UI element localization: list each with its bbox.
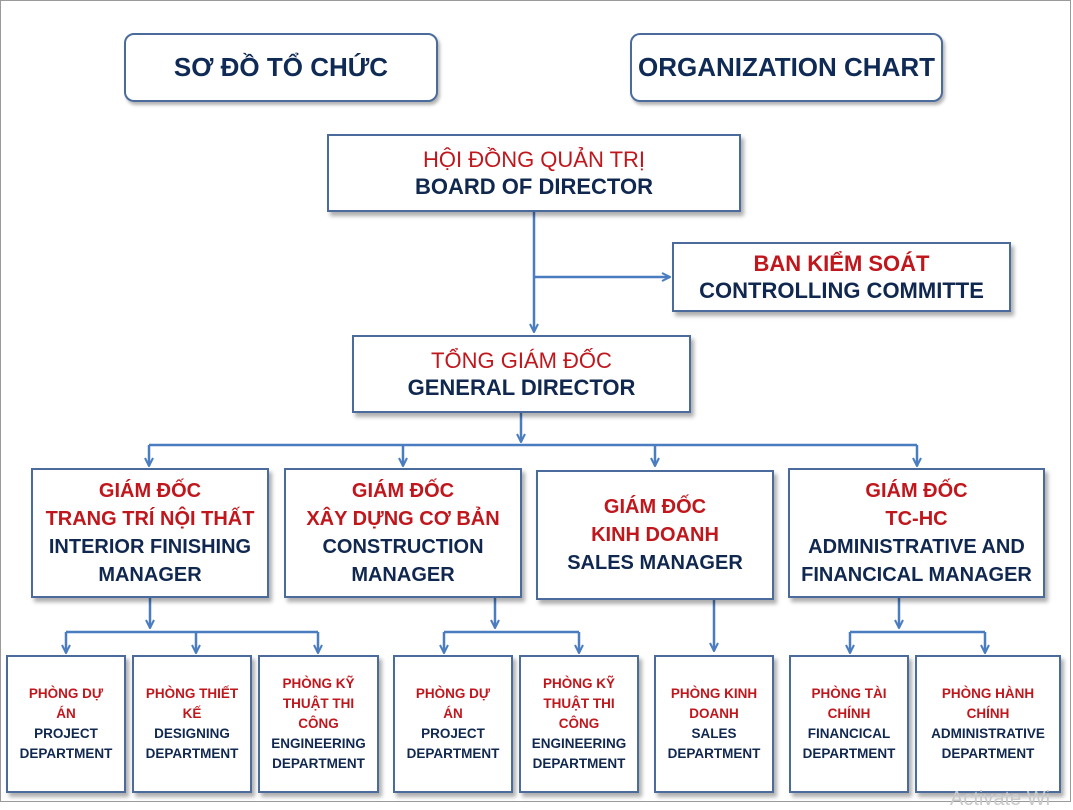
dept-vi-line2: THUẬT THI (543, 696, 615, 712)
manager-vi-line2: TRANG TRÍ NỘI THẤT (45, 508, 255, 530)
dept-en-line1: FINANCICAL (807, 726, 891, 741)
dept-vi-line3: CÔNG (558, 716, 600, 732)
dept-administrative-box: PHÒNG HÀNH CHÍNH ADMINISTRATIVE DEPARTME… (915, 655, 1061, 793)
dept-vi-line1: PHÒNG DỰ (28, 686, 104, 702)
dept-en-line1: PROJECT (421, 726, 485, 741)
manager-en-line1: CONSTRUCTION (322, 536, 484, 558)
dept-en-line1: SALES (691, 726, 737, 741)
dept-project-1-box: PHÒNG DỰ ÁN PROJECT DEPARTMENT (6, 655, 126, 793)
manager-vi-line2: XÂY DỰNG CƠ BẢN (306, 508, 500, 530)
controlling-en-label: CONTROLLING COMMITTE (699, 278, 984, 303)
dept-en-line1: DESIGNING (154, 726, 230, 741)
gd-vi-label: TỔNG GIÁM ĐỐC (431, 347, 612, 373)
dept-vi-line2: DOANH (689, 706, 739, 722)
dept-vi-line2: ÁN (443, 706, 463, 722)
manager-admin-financial-box: GIÁM ĐỐC TC-HC ADMINISTRATIVE AND FINANC… (788, 468, 1045, 598)
dept-project-2-box: PHÒNG DỰ ÁN PROJECT DEPARTMENT (393, 655, 513, 793)
dept-vi-line2: CHÍNH (966, 706, 1010, 722)
manager-vi-line1: GIÁM ĐỐC (98, 480, 202, 502)
controlling-committee-box: BAN KIỂM SOÁT CONTROLLING COMMITTE (672, 242, 1011, 312)
manager-en-line2: MANAGER (351, 564, 455, 586)
dept-vi-line2: CHÍNH (827, 706, 871, 722)
dept-en-line1: PROJECT (34, 726, 98, 741)
dept-en-line2: DEPARTMENT (272, 755, 365, 771)
dept-en-line2: DEPARTMENT (667, 745, 761, 761)
manager-vi-line2: TC-HC (885, 508, 948, 530)
manager-interior-finishing-box: GIÁM ĐỐC TRANG TRÍ NỘI THẤT INTERIOR FIN… (31, 468, 269, 598)
manager-en-line2: FINANCICAL MANAGER (801, 564, 1032, 586)
manager-en-line1: INTERIOR FINISHING (48, 536, 252, 558)
title-vi-text: SƠ ĐỒ TỔ CHỨC (173, 52, 389, 82)
dept-en-line2: DEPARTMENT (145, 745, 239, 761)
dept-financial-box: PHÒNG TÀI CHÍNH FINANCICAL DEPARTMENT (789, 655, 909, 793)
manager-vi-line1: GIÁM ĐỐC (603, 496, 707, 518)
manager-en-line1: SALES MANAGER (567, 552, 743, 574)
dept-designing-box: PHÒNG THIẾT KẾ DESIGNING DEPARTMENT (132, 655, 252, 793)
dept-vi-line1: PHÒNG KINH (670, 686, 758, 702)
dept-en-line2: DEPARTMENT (941, 745, 1035, 761)
dept-vi-line2: KẾ (182, 706, 202, 722)
manager-sales-box: GIÁM ĐỐC KINH DOANH SALES MANAGER (536, 470, 774, 600)
title-en-text: ORGANIZATION CHART (637, 52, 936, 82)
dept-engineering-1-box: PHÒNG KỸ THUẬT THI CÔNG ENGINEERING DEPA… (258, 655, 379, 793)
controlling-vi-label: BAN KIỂM SOÁT (753, 250, 930, 276)
gd-en-label: GENERAL DIRECTOR (407, 375, 636, 400)
dept-engineering-2-box: PHÒNG KỸ THUẬT THI CÔNG ENGINEERING DEPA… (519, 655, 639, 793)
manager-vi-line2: KINH DOANH (591, 524, 719, 546)
dept-vi-line1: PHÒNG DỰ (415, 686, 491, 702)
dept-vi-line1: PHÒNG KỸ (282, 676, 355, 692)
board-vi-label: HỘI ĐỒNG QUẢN TRỊ (422, 146, 646, 172)
dept-en-line2: DEPARTMENT (19, 745, 113, 761)
activate-windows-watermark: Activate Wi (950, 788, 1051, 810)
title-vietnamese: SƠ ĐỒ TỔ CHỨC (124, 33, 438, 102)
manager-en-line2: MANAGER (98, 564, 202, 586)
manager-vi-line1: GIÁM ĐỐC (351, 480, 455, 502)
dept-sales-box: PHÒNG KINH DOANH SALES DEPARTMENT (654, 655, 774, 793)
dept-vi-line1: PHÒNG HÀNH (941, 686, 1035, 702)
dept-vi-line2: THUẬT THI (282, 696, 355, 712)
dept-en-line1: ENGINEERING (531, 735, 627, 751)
dept-en-line1: ADMINISTRATIVE (931, 726, 1045, 741)
dept-en-line1: ENGINEERING (271, 735, 366, 751)
manager-vi-line1: GIÁM ĐỐC (865, 480, 968, 502)
general-director-box: TỔNG GIÁM ĐỐC GENERAL DIRECTOR (352, 335, 691, 413)
dept-vi-line1: PHÒNG KỸ (542, 676, 615, 692)
dept-en-line2: DEPARTMENT (406, 745, 500, 761)
manager-en-line1: ADMINISTRATIVE AND (808, 536, 1025, 558)
board-en-label: BOARD OF DIRECTOR (415, 174, 653, 199)
dept-vi-line2: ÁN (56, 706, 76, 722)
dept-vi-line1: PHÒNG TÀI (811, 686, 887, 702)
dept-vi-line3: CÔNG (298, 716, 339, 732)
manager-construction-box: GIÁM ĐỐC XÂY DỰNG CƠ BẢN CONSTRUCTION MA… (284, 468, 522, 598)
dept-vi-line1: PHÒNG THIẾT (145, 686, 239, 702)
title-english: ORGANIZATION CHART (630, 33, 943, 102)
board-of-director-box: HỘI ĐỒNG QUẢN TRỊ BOARD OF DIRECTOR (327, 134, 741, 212)
dept-en-line2: DEPARTMENT (802, 745, 896, 761)
dept-en-line2: DEPARTMENT (532, 755, 626, 771)
